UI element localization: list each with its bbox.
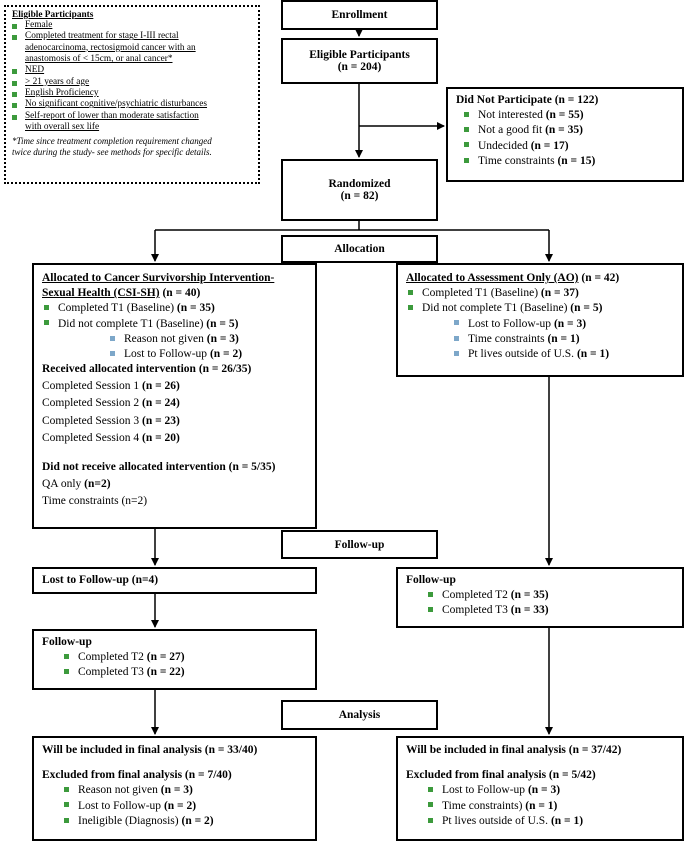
list-item: Lost to Follow-up (n = 3) — [406, 783, 674, 798]
eligibility-footnote: *Time since treatment completion require… — [12, 136, 212, 157]
sub-bullet-icon — [110, 350, 115, 356]
bullet-icon — [408, 305, 413, 311]
eligible-participants-box: Eligible Participants (n = 204) — [281, 38, 438, 84]
list-item: Time constraints (n=2) — [42, 495, 148, 508]
bullet-icon — [64, 817, 69, 823]
list-item: Lost to Follow-up (n = 3) — [406, 317, 674, 332]
list-item: Lost to Follow-up (n = 2) — [42, 799, 307, 814]
ao-allocation-box: Allocated to Assessment Only (AO) (n = 4… — [396, 263, 684, 377]
stage-allocation: Allocation — [281, 235, 438, 263]
list-item: Not a good fit (n = 35) — [456, 123, 674, 138]
stage-followup: Follow-up — [281, 530, 438, 559]
bullet-icon — [428, 607, 433, 613]
eligibility-criterion: Female — [12, 20, 252, 31]
bullet-icon — [464, 112, 469, 118]
bullet-icon — [408, 290, 413, 296]
eligibility-criterion: NED — [12, 65, 252, 76]
list-item: Time constraints (n = 1) — [406, 332, 674, 347]
sub-bullet-icon — [454, 350, 459, 356]
list-item: Completed T1 (Baseline) (n = 37) — [406, 286, 674, 301]
randomized-box: Randomized (n = 82) — [281, 159, 438, 221]
bullet-icon — [12, 91, 17, 97]
list-item: Completed T3 (n = 33) — [406, 603, 674, 618]
bullet-icon — [44, 305, 49, 311]
list-item: Reason not given (n = 3) — [42, 783, 307, 798]
bullet-icon — [12, 114, 17, 120]
sub-bullet-icon — [110, 335, 115, 341]
list-item: Completed T3 (n = 22) — [42, 665, 307, 680]
ao-analysis-box: Will be included in final analysis (n = … — [396, 736, 684, 841]
bullet-icon — [12, 69, 17, 75]
list-item: Lost to Follow-up (n = 2) — [42, 347, 307, 362]
csi-lost-to-followup-box: Lost to Follow-up (n=4) — [32, 567, 317, 594]
bullet-icon — [428, 787, 433, 793]
sub-bullet-icon — [454, 335, 459, 341]
list-item: Completed T2 (n = 27) — [42, 650, 307, 665]
list-item: Time constraints (n = 15) — [456, 154, 674, 169]
bullet-icon — [464, 142, 469, 148]
bullet-icon — [64, 669, 69, 675]
bullet-icon — [428, 592, 433, 598]
bullet-icon — [428, 817, 433, 823]
list-item: Completed Session 2 (n = 24) — [42, 397, 180, 410]
list-item: Time constraints) (n = 1) — [406, 799, 674, 814]
bullet-icon — [64, 787, 69, 793]
eligibility-criterion: Self-report of lower than moderate satis… — [12, 111, 252, 134]
did-not-participate-box: Did Not Participate (n = 122) Not intere… — [446, 87, 684, 182]
bullet-icon — [64, 802, 69, 808]
bullet-icon — [12, 103, 17, 109]
bullet-icon — [12, 35, 17, 41]
list-item: Completed Session 4 (n = 20) — [42, 431, 180, 444]
list-item: Completed Session 3 (n = 23) — [42, 414, 180, 427]
list-item: Completed T2 (n = 35) — [406, 588, 674, 603]
list-item: Did not complete T1 (Baseline) (n = 5) — [406, 301, 674, 316]
eligibility-criterion: > 21 years of age — [12, 77, 252, 88]
list-item: QA only (n=2) — [42, 478, 111, 491]
csi-allocation-box: Allocated to Cancer Survivorship Interve… — [32, 263, 317, 529]
csi-followup-box: Follow-up Completed T2 (n = 27) Complete… — [32, 629, 317, 690]
bullet-icon — [44, 320, 49, 326]
list-item: Did not complete T1 (Baseline) (n = 5) — [42, 317, 307, 332]
list-item: Completed Session 1 (n = 26) — [42, 380, 180, 393]
list-item: Pt lives outside of U.S. (n = 1) — [406, 814, 674, 829]
eligibility-criterion: Completed treatment for stage I-III rect… — [12, 31, 252, 65]
ao-followup-box: Follow-up Completed T2 (n = 35) Complete… — [396, 567, 684, 628]
bullet-icon — [464, 127, 469, 133]
eligibility-criterion: English Proficiency — [12, 88, 252, 99]
eligibility-criterion: No significant cognitive/psychiatric dis… — [12, 99, 252, 110]
list-item: Ineligible (Diagnosis) (n = 2) — [42, 814, 307, 829]
eligibility-title: Eligible Participants — [12, 10, 94, 20]
bullet-icon — [12, 80, 17, 86]
stage-analysis: Analysis — [281, 700, 438, 730]
list-item: Pt lives outside of U.S. (n = 1) — [406, 347, 674, 362]
list-item: Reason not given (n = 3) — [42, 332, 307, 347]
list-item: Not interested (n = 55) — [456, 108, 674, 123]
list-item: Undecided (n = 17) — [456, 139, 674, 154]
list-item: Completed T1 (Baseline) (n = 35) — [42, 301, 307, 316]
sub-bullet-icon — [454, 320, 459, 326]
stage-enrollment: Enrollment — [281, 0, 438, 30]
bullet-icon — [464, 157, 469, 163]
bullet-icon — [428, 802, 433, 808]
bullet-icon — [64, 654, 69, 660]
csi-analysis-box: Will be included in final analysis (n = … — [32, 736, 317, 841]
bullet-icon — [12, 24, 17, 29]
